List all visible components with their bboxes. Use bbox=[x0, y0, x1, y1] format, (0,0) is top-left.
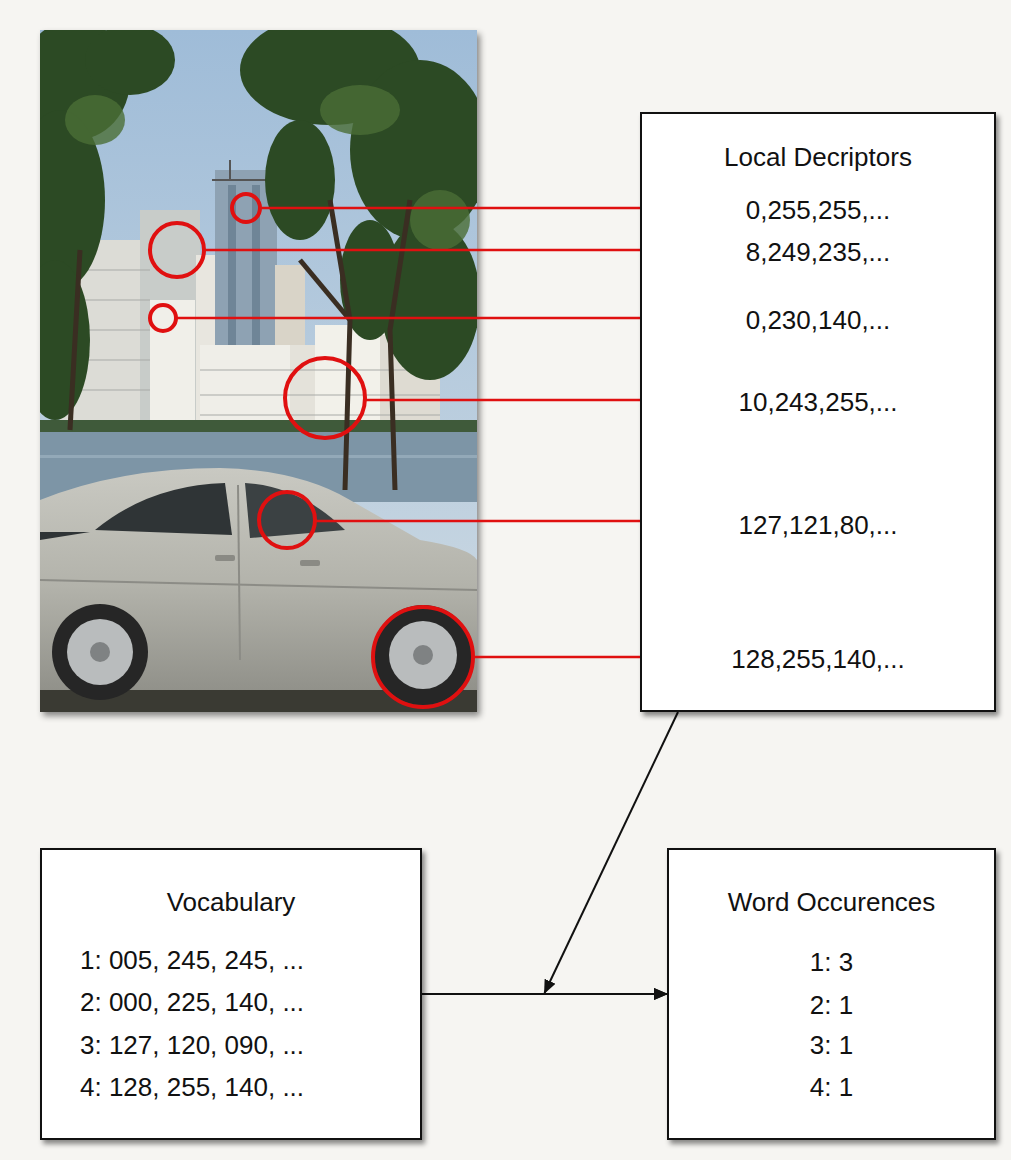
occurrence-box: Word Occurences 1: 3 2: 1 3: 1 4: 1 bbox=[667, 848, 996, 1140]
box-entry: 127,121,80,... bbox=[642, 510, 994, 540]
flow-arrow bbox=[422, 994, 667, 995]
merge-arrow bbox=[545, 712, 679, 993]
descriptor-box: Local Decriptors 0,255,255,... 8,249,235,.… bbox=[640, 112, 996, 712]
box-entry: 4: 128, 255, 140, ... bbox=[80, 1072, 304, 1102]
box-entry: 1: 3 bbox=[669, 947, 994, 977]
vocabulary-box: Vocabulary 1: 005, 245, 245, ... 2: 000, 2… bbox=[40, 848, 422, 1140]
box-entry: 128,255,140,... bbox=[642, 644, 994, 674]
flow-line bbox=[422, 993, 667, 995]
box-entry: 1: 005, 245, 245, ... bbox=[80, 945, 304, 975]
box-entry: 3: 1 bbox=[669, 1030, 994, 1060]
box-entry: 8,249,235,... bbox=[642, 237, 994, 267]
box-entry: 2: 1 bbox=[669, 990, 994, 1020]
box-entry: 2: 000, 225, 140, ... bbox=[80, 987, 304, 1017]
keypoint-markers bbox=[150, 194, 473, 707]
box-heading: Local Decriptors bbox=[642, 142, 994, 172]
box-entry: 0,255,255,... bbox=[642, 195, 994, 225]
flow-arrow bbox=[545, 712, 679, 994]
photo-content bbox=[40, 30, 477, 712]
box-heading: Word Occurences bbox=[669, 887, 994, 917]
box-entry: 0,230,140,... bbox=[642, 305, 994, 335]
box-heading: Vocabulary bbox=[42, 887, 420, 917]
box-entry: 10,243,255,... bbox=[642, 387, 994, 417]
box-entry: 4: 1 bbox=[669, 1072, 994, 1102]
box-entry: 3: 127, 120, 090, ... bbox=[80, 1030, 304, 1060]
leader-arrows bbox=[176, 208, 692, 657]
